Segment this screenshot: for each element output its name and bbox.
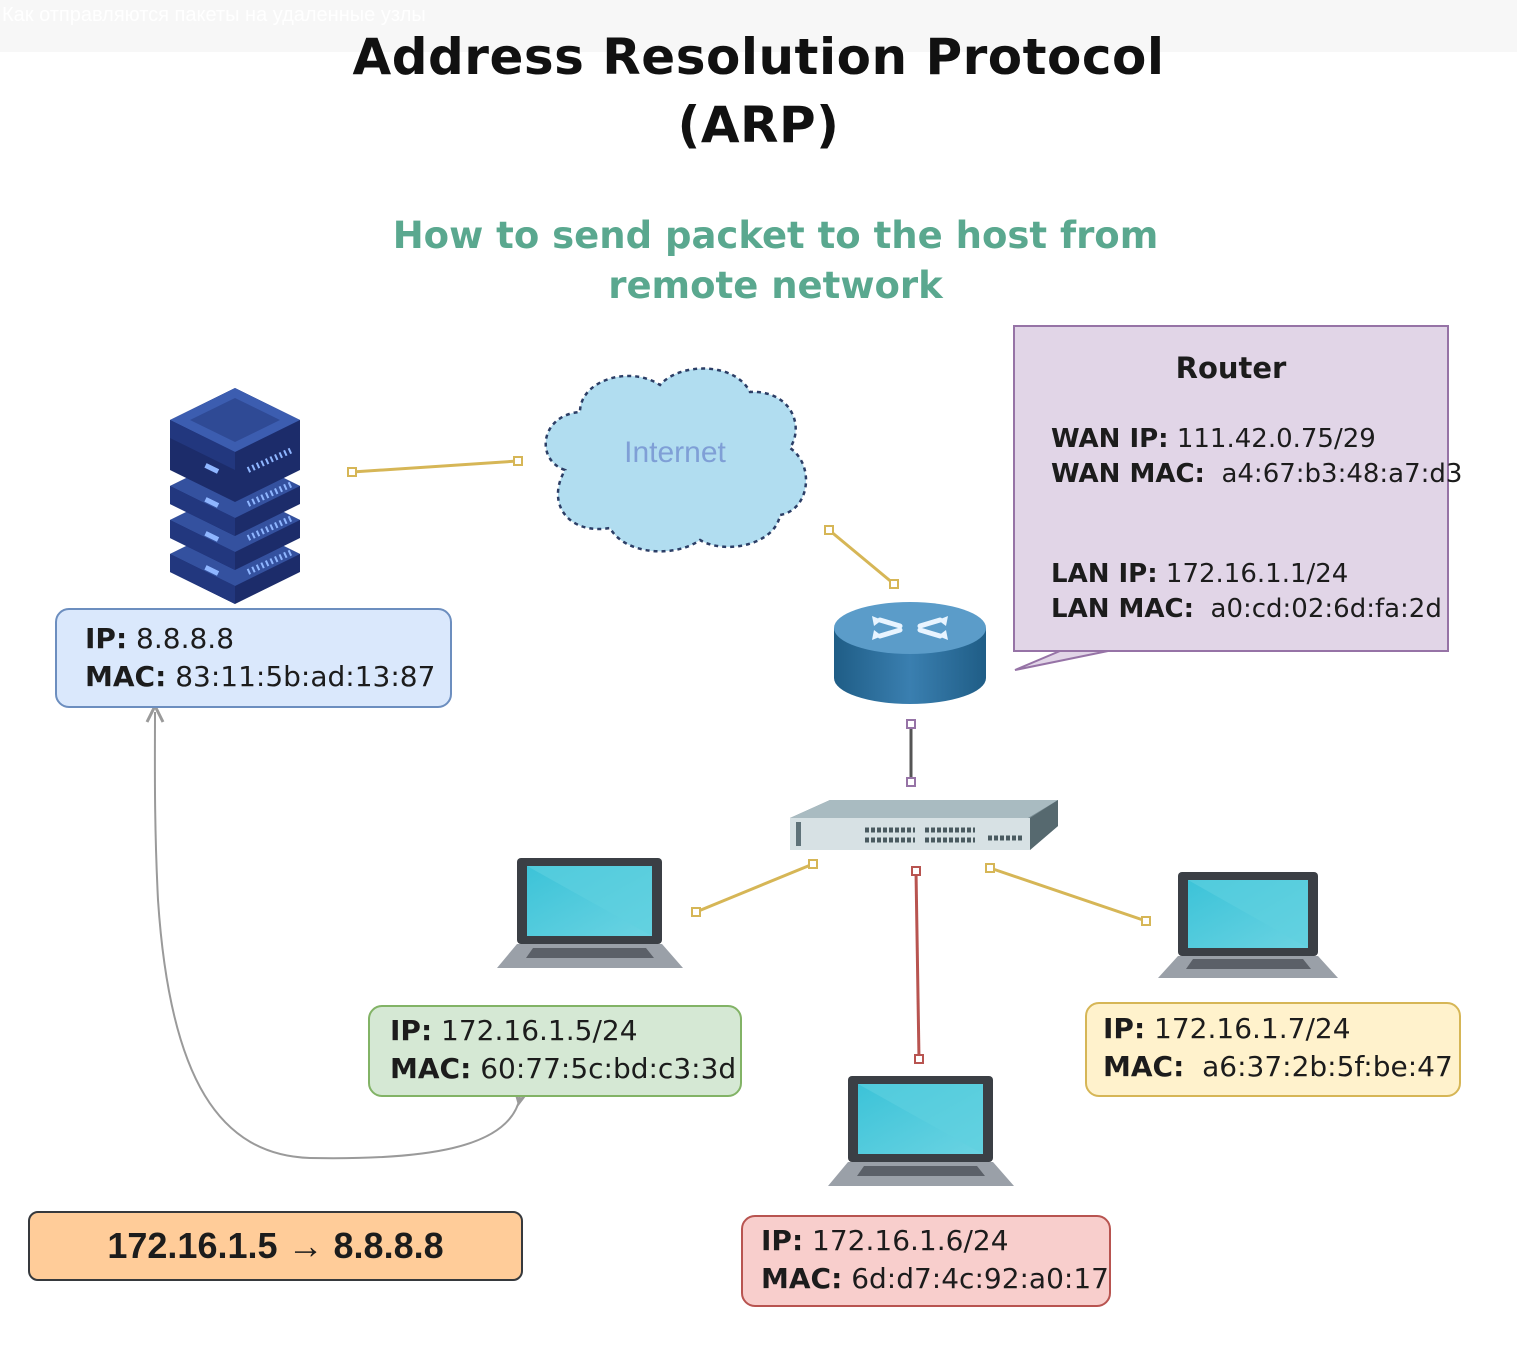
server-mac-label: MAC: bbox=[85, 660, 167, 693]
router-info-box: Router WAN IP: 111.42.0.75/29 WAN MAC: a… bbox=[1013, 325, 1462, 652]
server-ip-value: 8.8.8.8 bbox=[136, 622, 235, 655]
internet-label: Internet bbox=[624, 436, 726, 469]
server-info-box: IP: 8.8.8.8 MAC: 83:11:5b:ad:13:87 bbox=[55, 608, 452, 708]
video-caption: Как отправляются пакеты на удаленные узл… bbox=[2, 4, 426, 26]
host5-ip-value: 172.16.1.5/24 bbox=[441, 1014, 638, 1047]
host6-info-box: IP: 172.16.1.6/24 MAC: 6d:d7:4c:92:a0:17 bbox=[741, 1215, 1111, 1307]
laptop-icon-host7 bbox=[1158, 872, 1338, 978]
subtitle-line1: How to send packet to the host from bbox=[392, 214, 1159, 257]
router-lan-mac-label: LAN MAC: bbox=[1051, 594, 1194, 624]
router-wan-ip-label: WAN IP: bbox=[1051, 424, 1169, 454]
router-callout-tail bbox=[1014, 650, 1109, 671]
link-server-internet bbox=[347, 456, 523, 477]
link-internet-router bbox=[824, 525, 899, 589]
host7-mac-value: a6:37:2b:5f:be:47 bbox=[1202, 1050, 1453, 1083]
host5-info-box: IP: 172.16.1.5/24 MAC: 60:77:5c:bd:c3:3d bbox=[368, 1005, 742, 1097]
router-lan-ip-value: 172.16.1.1/24 bbox=[1165, 559, 1349, 589]
host7-ip-value: 172.16.1.7/24 bbox=[1154, 1012, 1351, 1045]
host5-mac-label: MAC: bbox=[390, 1052, 472, 1085]
link-switch-host7 bbox=[985, 863, 1151, 926]
router-lan-mac-value: a0:cd:02:6d:fa:2d bbox=[1210, 594, 1442, 624]
host7-ip-label: IP: bbox=[1103, 1012, 1146, 1045]
link-switch-host6 bbox=[911, 866, 924, 1064]
switch-icon bbox=[790, 800, 1058, 850]
host6-ip-value: 172.16.1.6/24 bbox=[812, 1224, 1009, 1257]
server-mac-value: 83:11:5b:ad:13:87 bbox=[175, 660, 436, 693]
host6-mac-label: MAC: bbox=[761, 1262, 843, 1295]
host6-mac-value: 6d:d7:4c:92:a0:17 bbox=[851, 1262, 1109, 1295]
host7-mac-label: MAC: bbox=[1103, 1050, 1185, 1083]
laptop-icon-host5 bbox=[497, 858, 683, 968]
subtitle-line2: remote network bbox=[608, 264, 943, 307]
server-icon bbox=[170, 388, 300, 604]
router-wan-mac-label: WAN MAC: bbox=[1051, 459, 1205, 489]
host7-info-box: IP: 172.16.1.7/24 MAC: a6:37:2b:5f:be:47 bbox=[1085, 1002, 1461, 1097]
router-title: Router bbox=[1175, 351, 1287, 385]
router-wan-mac-value: a4:67:b3:48:a7:d3 bbox=[1221, 459, 1463, 489]
video-caption-bar: Как отправляются пакеты на удаленные узл… bbox=[0, 0, 1517, 52]
host5-ip-label: IP: bbox=[390, 1014, 433, 1047]
server-ip-label: IP: bbox=[85, 622, 128, 655]
link-router-switch bbox=[906, 719, 916, 787]
page-title-line1: Address Resolution Protocol bbox=[352, 28, 1165, 86]
router-wan-ip-value: 111.42.0.75/29 bbox=[1176, 424, 1376, 454]
flow-arrow bbox=[145, 702, 531, 1160]
router-lan-ip-label: LAN IP: bbox=[1051, 559, 1158, 589]
packet-box: 172.16.1.5 → 8.8.8.8 bbox=[28, 1211, 523, 1281]
router-icon bbox=[834, 602, 986, 704]
laptop-icon-host6 bbox=[828, 1076, 1014, 1186]
page-title-line2: (ARP) bbox=[677, 96, 840, 154]
host5-mac-value: 60:77:5c:bd:c3:3d bbox=[480, 1052, 737, 1085]
internet-cloud-icon bbox=[544, 367, 808, 553]
link-switch-host5 bbox=[691, 859, 818, 917]
host6-ip-label: IP: bbox=[761, 1224, 804, 1257]
